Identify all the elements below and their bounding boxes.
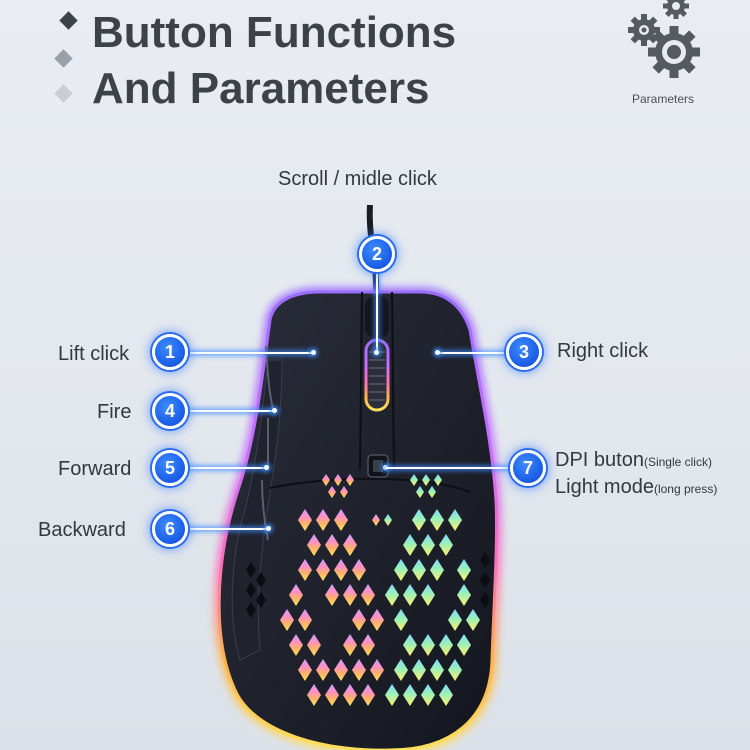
dpi-leader-dot — [383, 465, 388, 470]
left-click-leader-dot — [311, 350, 316, 355]
right-click-leader-dot — [435, 350, 440, 355]
backward-leader-line — [190, 528, 268, 530]
fire-callout-label: Fire — [97, 401, 132, 423]
callout-badge-3: 3 — [506, 334, 542, 370]
page-title-line-2: And Parameters — [92, 64, 430, 113]
dpi-leader-line — [386, 467, 510, 469]
left-click-leader-line — [190, 352, 312, 354]
scroll-callout-label: Scroll / midle click — [278, 168, 437, 190]
dpi-callout-label: DPI buton(Single click) — [555, 449, 712, 472]
fire-leader-dot — [272, 408, 277, 413]
scroll-leader-line — [376, 274, 378, 352]
callout-badge-7: 7 — [510, 450, 546, 486]
parameters-label: Parameters — [632, 92, 695, 106]
forward-leader-line — [190, 467, 266, 469]
callout-badge-6: 6 — [152, 511, 188, 547]
dpi-callout-main: DPI buton — [555, 449, 644, 471]
backward-callout-label: Backward — [38, 519, 126, 541]
light-mode-callout-main: Light mode — [555, 476, 654, 498]
callout-badge-4: 4 — [152, 393, 188, 429]
callout-badge-5: 5 — [152, 450, 188, 486]
forward-leader-dot — [264, 465, 269, 470]
left-click-callout-label: Lift click — [58, 343, 130, 365]
page-title-line-1: Button Functions — [92, 8, 457, 57]
fire-leader-line — [190, 410, 274, 412]
right-click-callout-label: Right click — [557, 340, 649, 362]
callout-badge-2: 2 — [359, 236, 395, 272]
light-mode-callout-label: Light mode(long press) — [555, 476, 717, 499]
dpi-callout-note: (Single click) — [643, 455, 712, 469]
forward-callout-label: Forward — [58, 458, 132, 480]
right-click-leader-line — [438, 352, 506, 354]
scroll-leader-dot — [374, 350, 379, 355]
backward-leader-dot — [266, 526, 271, 531]
gears-icon — [628, 0, 700, 78]
callout-badge-1: 1 — [152, 334, 188, 370]
light-mode-callout-note: (long press) — [653, 482, 718, 496]
